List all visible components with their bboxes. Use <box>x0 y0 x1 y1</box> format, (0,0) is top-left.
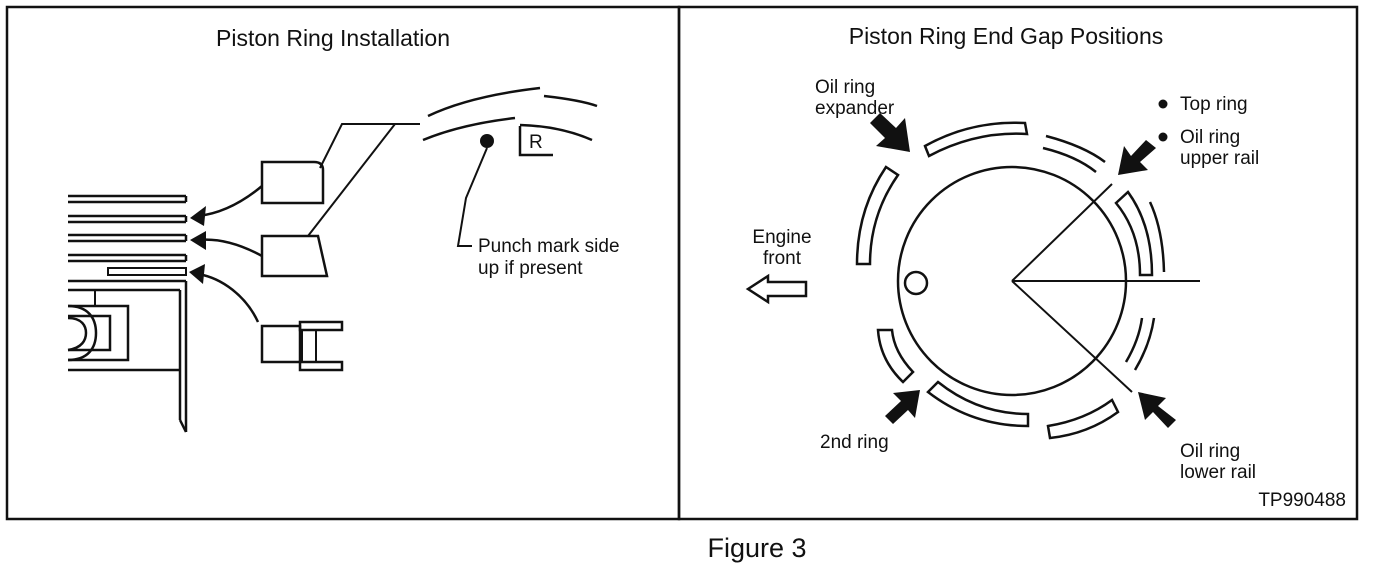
oil-lower-rail-label-line2: lower rail <box>1180 462 1256 483</box>
ring-segments <box>855 121 1166 440</box>
second-ring-profile <box>260 234 329 278</box>
oil-lower-rail-label-line1: Oil ring <box>1180 441 1240 462</box>
top-ring-label: Top ring <box>1180 94 1248 115</box>
left-panel-title: Piston Ring Installation <box>216 25 450 51</box>
leader-top-ring <box>319 123 420 169</box>
top-ring-profile <box>260 160 325 205</box>
upper-gap-line <box>1011 183 1113 282</box>
oil-upper-rail-label-line1: Oil ring <box>1180 127 1240 148</box>
install-arrow-top <box>190 185 263 226</box>
figure-caption: Figure 3 <box>707 533 806 563</box>
engine-front-arrow <box>745 273 808 305</box>
upper-rail-bullet <box>1158 132 1168 142</box>
leader-second-ring <box>307 123 396 237</box>
oil-upper-rail-label-line2: upper rail <box>1180 148 1259 169</box>
engine-front-label-line2: front <box>763 248 802 269</box>
right-panel-frame <box>677 5 1359 521</box>
oil-ring-expander-label-line1: Oil ring <box>815 77 875 98</box>
right-panel-title: Piston Ring End Gap Positions <box>849 23 1164 49</box>
lower-rail-gap-arrow <box>1138 392 1176 428</box>
piston-illustration <box>67 194 188 433</box>
upper-rail-gap-arrow <box>1118 140 1156 175</box>
expander-gap-arrow <box>870 113 910 152</box>
lower-gap-line <box>1011 280 1133 393</box>
install-arrow-second <box>190 231 263 258</box>
ring-mark-letter: R <box>529 132 543 153</box>
punch-mark-label-line1: Punch mark side <box>478 236 620 257</box>
punch-mark-label-line2: up if present <box>478 258 583 279</box>
ring-top-view <box>422 86 598 157</box>
punch-mark-dot <box>480 134 494 148</box>
punch-mark-leader <box>456 147 488 247</box>
top-ring-bullet <box>1158 99 1168 109</box>
engine-front-label-line1: Engine <box>752 227 811 248</box>
piston-small-circle <box>903 270 929 296</box>
figure-code: TP990488 <box>1258 490 1346 511</box>
oil-ring-profile <box>260 320 344 372</box>
second-ring-gap-arrow <box>885 390 920 424</box>
second-ring-label: 2nd ring <box>820 432 889 453</box>
oil-ring-expander-label-line2: expander <box>815 98 895 119</box>
install-arrow-oil <box>189 264 260 323</box>
